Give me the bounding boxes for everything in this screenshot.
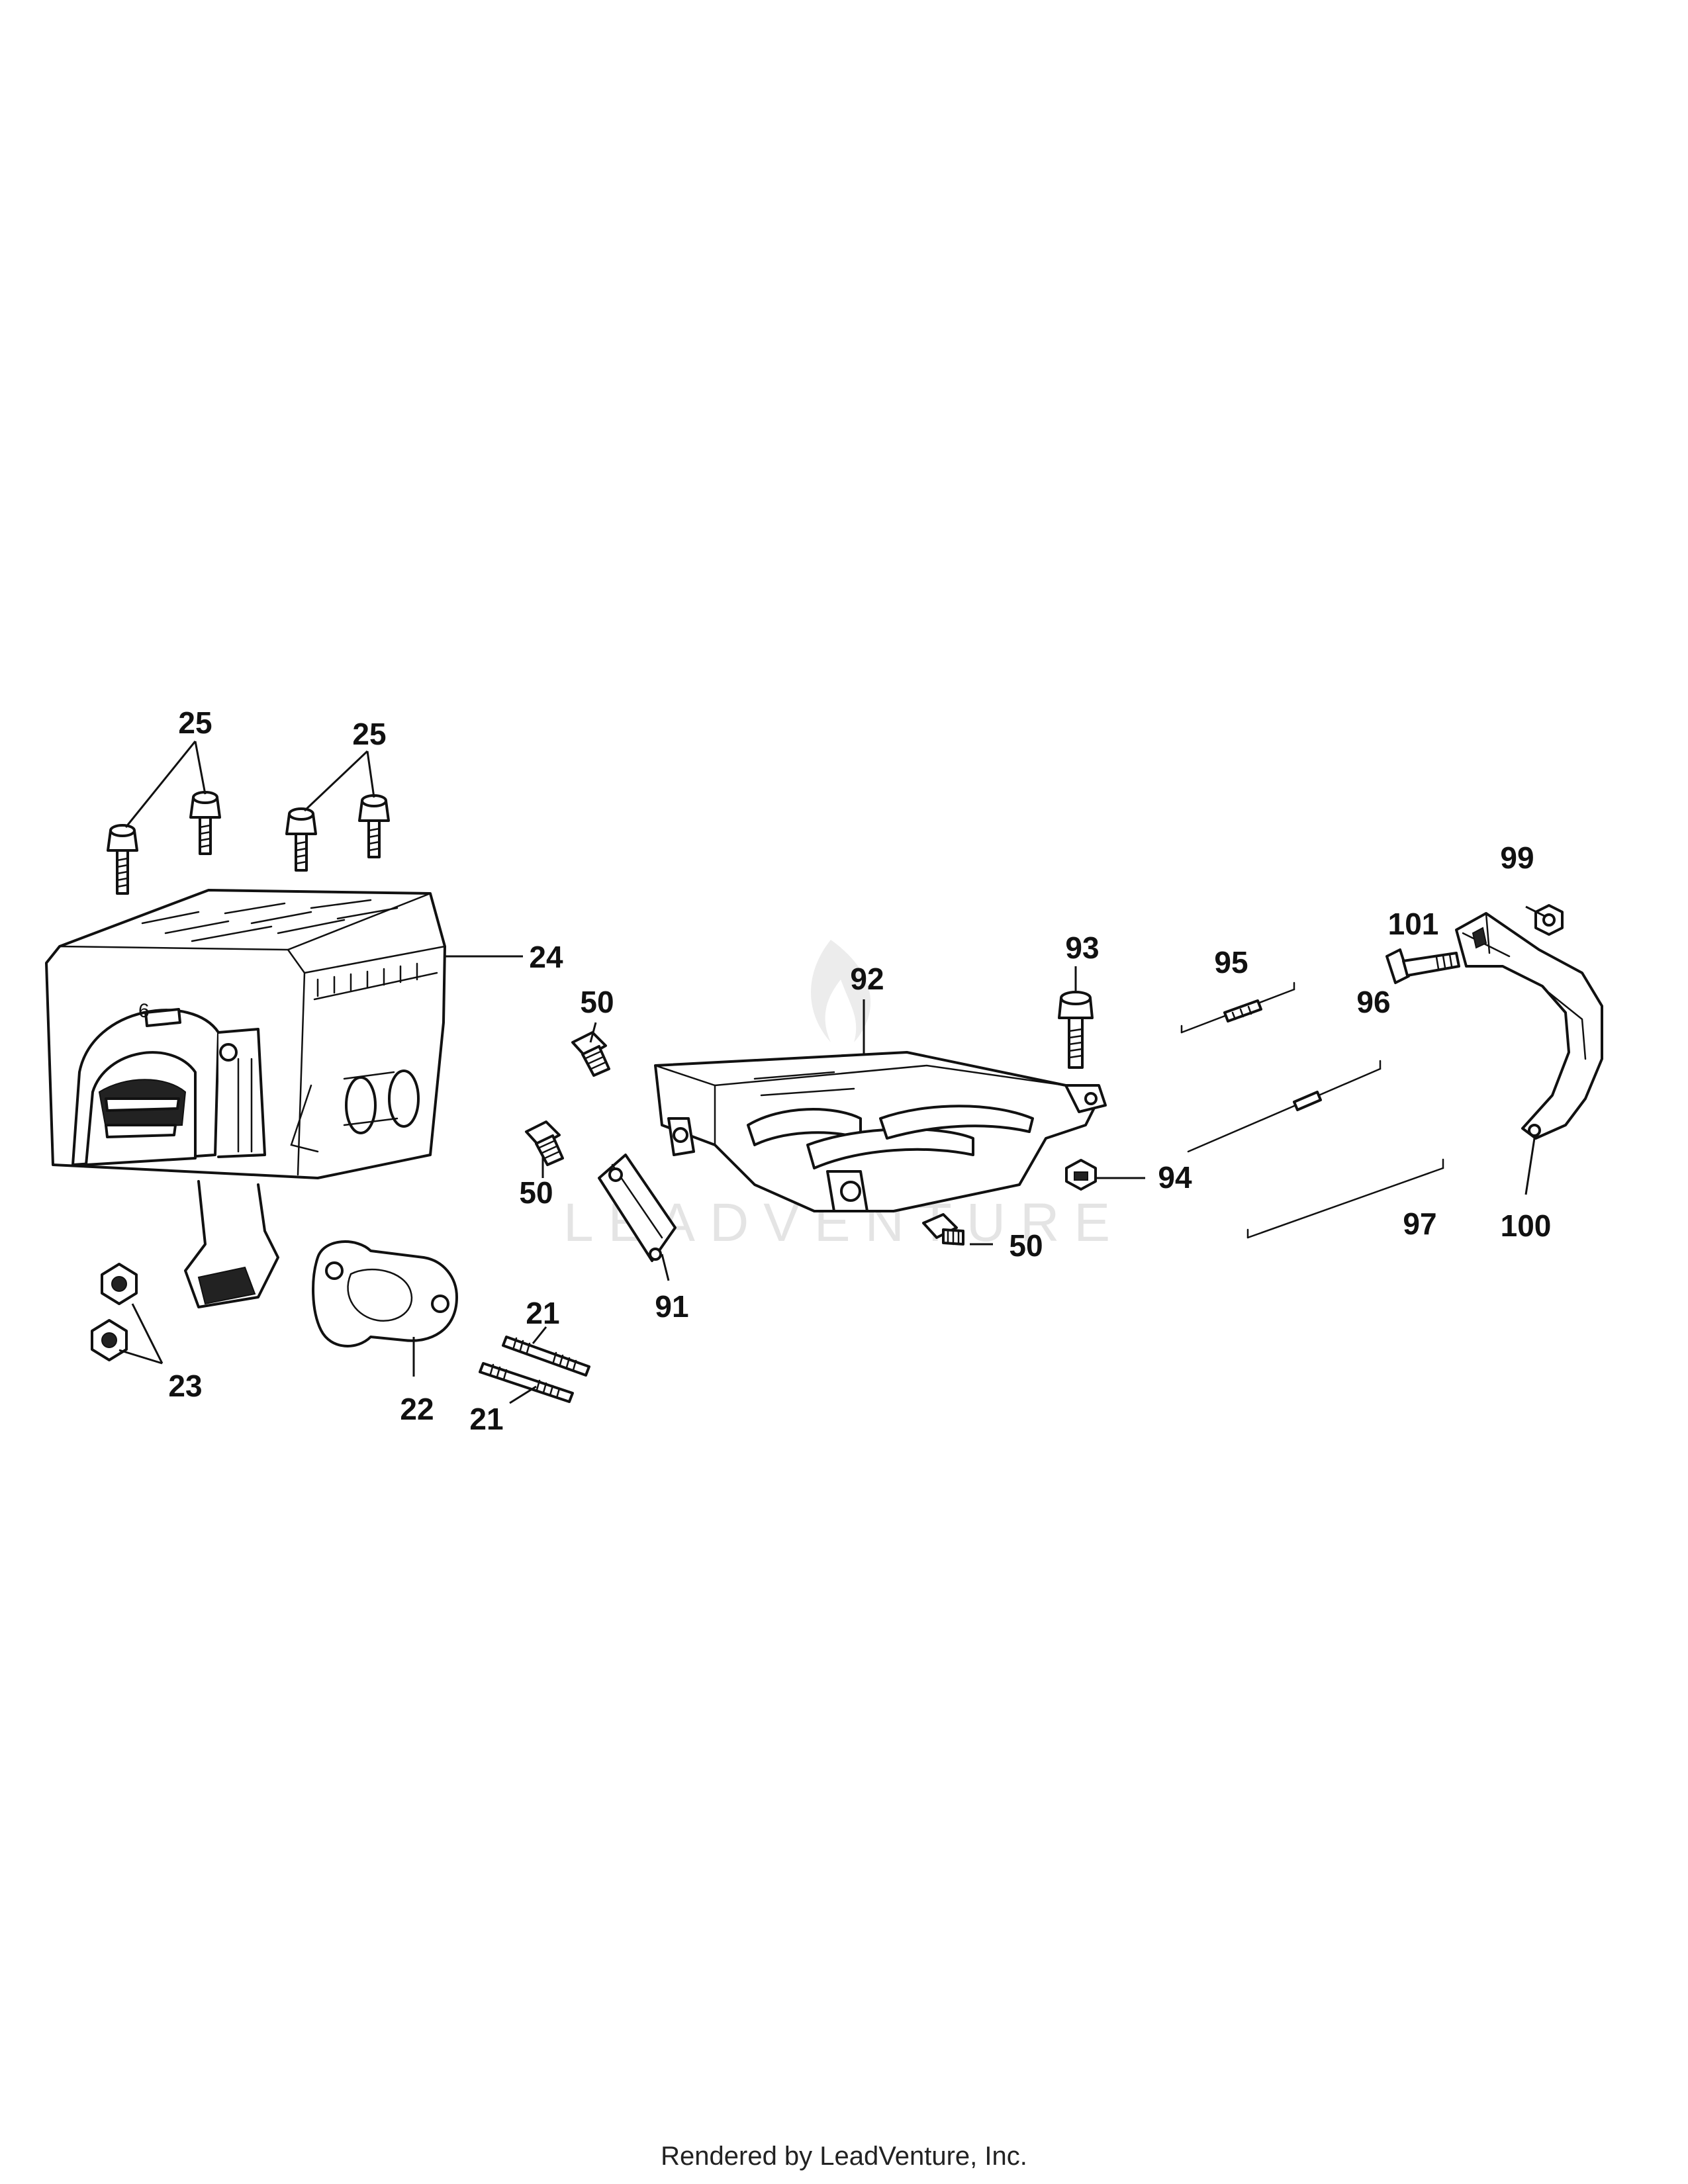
callout-92: 92 (850, 962, 884, 996)
callout-93: 93 (1065, 931, 1099, 965)
callout-99: 99 (1500, 841, 1534, 875)
callout-25-left: 25 (178, 705, 212, 740)
muffler-heat-shield (45, 889, 446, 1308)
nut-94 (1065, 1159, 1097, 1191)
rod-96 (1187, 1060, 1382, 1153)
callout-94: 94 (1158, 1160, 1192, 1195)
callout-25-right: 25 (352, 717, 386, 751)
rod-97 (1246, 1158, 1444, 1239)
gasket-22 (312, 1240, 458, 1347)
callout-50-lower: 50 (519, 1175, 553, 1210)
rod-95 (1180, 981, 1295, 1034)
bolt-93 (1058, 991, 1094, 1069)
callout-24: 24 (529, 940, 563, 974)
callout-95: 95 (1214, 945, 1248, 979)
callout-22: 22 (400, 1392, 434, 1426)
bolt-101 (1385, 948, 1460, 984)
callout-21-lower: 21 (469, 1402, 503, 1436)
bolt-25-set (107, 791, 390, 895)
callout-50-upper: 50 (580, 985, 614, 1019)
nut-99 (1534, 904, 1564, 936)
callout-100: 100 (1501, 1208, 1552, 1243)
callout-labels: 25 25 24 50 50 50 92 93 95 96 97 94 91 1… (168, 705, 1551, 1436)
shield-plate-92 (654, 1051, 1107, 1212)
callout-91: 91 (655, 1289, 688, 1324)
callout-97: 97 (1403, 1206, 1436, 1241)
bracket-91 (598, 1154, 677, 1262)
callout-96: 96 (1356, 985, 1390, 1019)
stud-21-set (479, 1336, 590, 1403)
leader-lines (118, 741, 1546, 1404)
callout-50-right: 50 (1009, 1228, 1043, 1263)
callout-21-upper: 21 (526, 1296, 559, 1330)
callout-101: 101 (1388, 907, 1439, 941)
muffler-mark: 6 (138, 1000, 150, 1022)
bracket-100 (1455, 912, 1603, 1140)
callout-23: 23 (168, 1369, 202, 1403)
nut-23-set (91, 1263, 138, 1361)
footer-credit: Rendered by LeadVenture, Inc. (661, 2142, 1027, 2171)
